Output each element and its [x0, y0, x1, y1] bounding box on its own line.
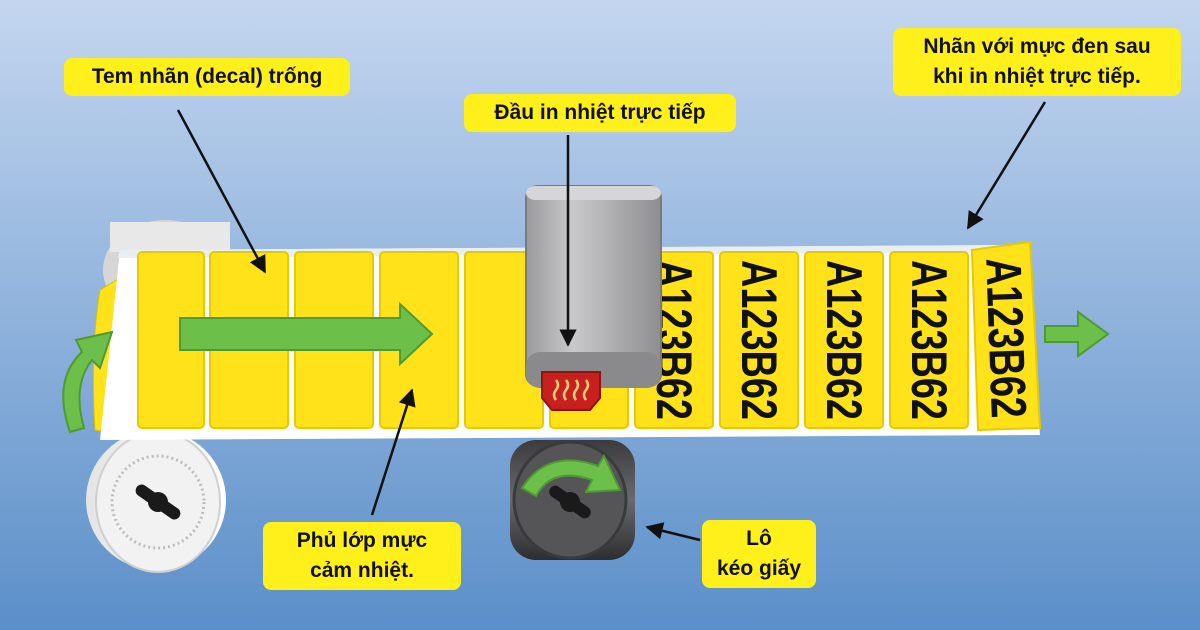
callout-feed-roller: Lô kéo giấy [702, 520, 816, 588]
thermal-print-head [525, 185, 662, 411]
callout-pointers [176, 101, 1047, 542]
printed-label: A123B62 [804, 251, 884, 429]
printed-labels: A123B62 A123B62 A123B62 A123B62 A123B62 [634, 240, 1042, 432]
rotation-arrow-icon [520, 453, 622, 498]
label-code-text: A123B62 [816, 260, 872, 420]
callout-printed-label: Nhãn với mực đen sau khi in nhiệt trực t… [893, 28, 1181, 96]
curved-arrow-up-icon [62, 330, 114, 434]
label-code-text: A123B62 [975, 257, 1037, 419]
callout-thermal-coating: Phủ lớp mực cảm nhiệt. [263, 522, 461, 590]
label-code-text: A123B62 [731, 260, 787, 420]
heating-element-icon [541, 371, 601, 411]
printed-label: A123B62 [719, 251, 799, 429]
callout-blank-label: Tem nhãn (decal) trống [64, 58, 350, 96]
arrow-right-icon [179, 301, 434, 367]
printed-label-peeling: A123B62 [970, 240, 1042, 432]
label-code-text: A123B62 [901, 260, 957, 420]
feed-direction-arrows [62, 301, 1110, 434]
printed-label: A123B62 [889, 251, 969, 429]
platen-roller [510, 440, 635, 560]
arrow-right-icon [1044, 310, 1110, 358]
callout-print-head: Đầu in nhiệt trực tiếp [464, 94, 736, 132]
